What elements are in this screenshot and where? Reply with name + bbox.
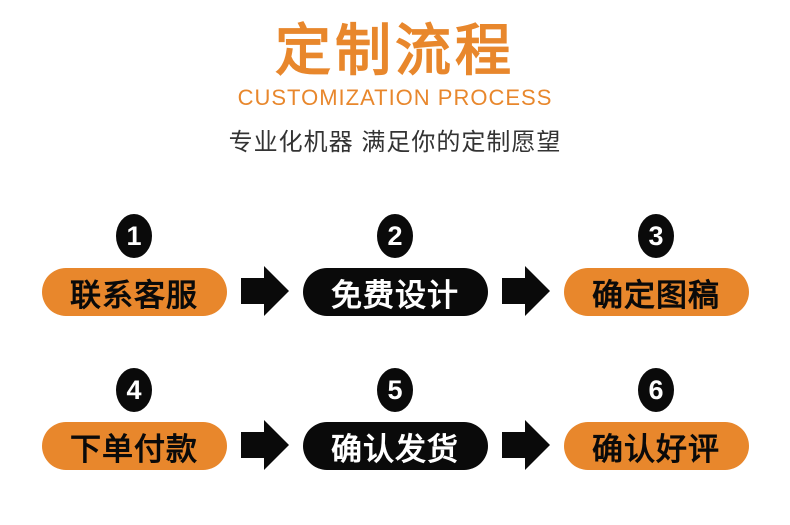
page-tagline: 专业化机器 满足你的定制愿望	[228, 129, 562, 156]
step-3: 3 确定图稿	[563, 214, 749, 316]
right-arrow-icon	[240, 266, 289, 316]
process-row-1: 1 联系客服 2 免费设计 3 确定图稿	[0, 214, 790, 316]
right-arrow-icon	[501, 266, 550, 316]
step-2-label-pill: 免费设计	[302, 268, 488, 316]
step-3-number-badge: 3	[638, 214, 674, 258]
step-6-number-badge: 6	[638, 368, 674, 412]
step-5-label-pill: 确认发货	[302, 422, 488, 470]
right-arrow-icon	[501, 420, 550, 470]
step-2-number-badge: 2	[377, 214, 413, 258]
step-5: 5 确认发货	[302, 368, 488, 470]
step-4: 4 下单付款	[41, 368, 227, 470]
step-1: 1 联系客服	[41, 214, 227, 316]
step-1-label-pill: 联系客服	[41, 268, 227, 316]
step-4-number-badge: 4	[116, 368, 152, 412]
page-subtitle: CUSTOMIZATION PROCESS	[237, 85, 553, 110]
step-6: 6 确认好评	[563, 368, 749, 470]
page-title: 定制流程	[275, 19, 515, 82]
step-1-number-badge: 1	[116, 214, 152, 258]
step-2: 2 免费设计	[302, 214, 488, 316]
step-5-number-badge: 5	[377, 368, 413, 412]
step-3-label-pill: 确定图稿	[563, 268, 749, 316]
step-4-label-pill: 下单付款	[41, 422, 227, 470]
process-row-2: 4 下单付款 5 确认发货 6 确认好评	[0, 368, 790, 470]
step-6-label-pill: 确认好评	[563, 422, 749, 470]
right-arrow-icon	[240, 420, 289, 470]
header: 定制流程 CUSTOMIZATION PROCESS 专业化机器 满足你的定制愿…	[0, 0, 790, 156]
